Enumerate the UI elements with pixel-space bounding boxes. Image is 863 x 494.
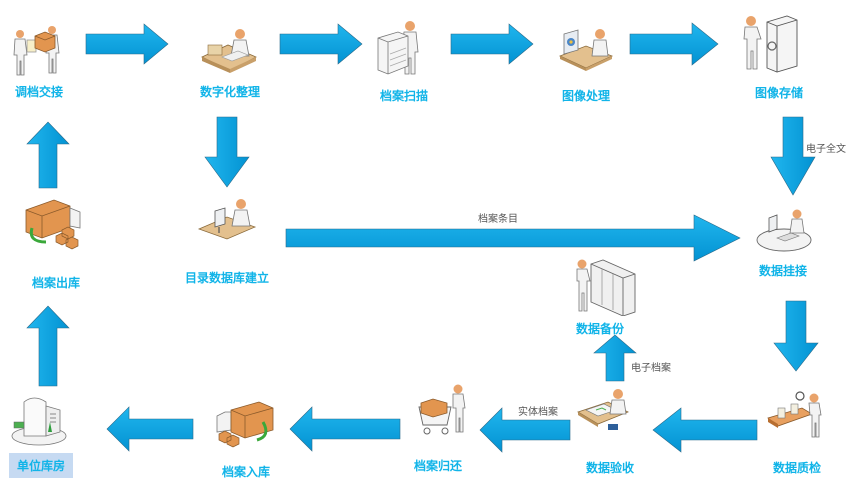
person-at-scanner-icon [377, 21, 419, 75]
node-label: 图像处理 [562, 89, 611, 103]
arrow-scan-to-image-process [450, 23, 534, 65]
arrow-return-to-archive-in [289, 406, 401, 452]
arrow-qc-to-accept [652, 407, 758, 453]
edge-label-electronic-archives: 电子档案 [631, 363, 671, 374]
arrow-digitize-to-catalog [204, 116, 250, 188]
node-label: 数字化整理 [200, 85, 261, 99]
node-label: 档案扫描 [380, 89, 429, 103]
arrow-digitize-to-scan [279, 23, 363, 65]
person-with-cart-icon [418, 384, 466, 435]
people-handing-box-icon [13, 26, 60, 76]
node-label: 调档交接 [15, 85, 64, 99]
node-label: 数据挂接 [759, 264, 808, 278]
arrow-catalog-to-link [285, 214, 741, 262]
arrow-image-process-to-store [629, 22, 719, 66]
person-at-safe-icon [743, 15, 798, 73]
truck-loading-icon [25, 199, 81, 250]
node-label: 目录数据库建立 [185, 271, 270, 285]
node-label: 档案出库 [32, 276, 81, 290]
node-label: 单位库房 [9, 453, 74, 478]
node-label: 数据验收 [586, 461, 635, 475]
node-label: 图像存储 [755, 86, 804, 100]
edge-label-archive-entries: 档案条目 [478, 214, 518, 225]
edge-label-electronic-fulltext: 电子全文 [806, 144, 846, 155]
arrow-link-to-qc [773, 300, 819, 372]
node-label: 数据质检 [773, 461, 822, 475]
arrow-archive-in-to-storage [106, 406, 194, 452]
person-inspecting-conveyor-icon [767, 391, 822, 438]
arrow-accept-to-backup [593, 334, 637, 382]
person-signing-document-icon [577, 389, 629, 430]
person-at-monitor-icon [558, 29, 614, 71]
edge-label-physical-archives: 实体档案 [518, 407, 558, 418]
arrow-transfer-to-digitize [85, 23, 169, 65]
arrow-accept-to-return [479, 407, 571, 453]
arrow-storage-to-archive-out [26, 305, 70, 387]
node-label: 档案入库 [222, 465, 271, 479]
person-at-workstation-icon [756, 209, 812, 252]
truck-unloading-icon [216, 401, 274, 448]
person-sorting-papers-icon [201, 29, 257, 73]
arrow-image-store-to-link [770, 116, 816, 196]
node-label: 数据备份 [576, 322, 625, 336]
node-label: 档案归还 [414, 459, 463, 473]
arrow-archive-out-to-transfer [26, 121, 70, 189]
person-at-computer-desk-icon [197, 199, 257, 240]
person-at-server-rack-icon [576, 259, 636, 316]
building-icon [11, 397, 67, 446]
